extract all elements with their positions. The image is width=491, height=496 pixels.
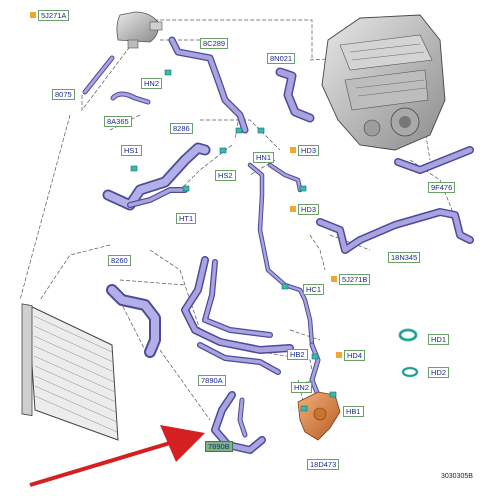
document-number: 3030305B [441, 473, 473, 480]
label-8075: 8075 [52, 89, 75, 100]
label-HD4: HD4 [344, 350, 366, 361]
marker-5J271B [331, 276, 337, 282]
label-HN2-top: HN2 [141, 78, 163, 89]
label-HT1: HT1 [176, 213, 197, 224]
label-9F476: 9F476 [428, 182, 456, 193]
label-HD3-bottom: HD3 [298, 204, 320, 215]
label-18N345: 18N345 [388, 252, 421, 263]
hoses [82, 36, 474, 454]
label-HN2-bottom: HN2 [291, 382, 313, 393]
label-HC1: HC1 [303, 284, 325, 295]
label-8A365: 8A365 [104, 116, 132, 127]
red-pointer-arrow [29, 425, 205, 487]
clamp-detail-hd2 [401, 366, 419, 378]
hose-clips [130, 69, 337, 412]
radiator [21, 303, 119, 441]
legend-code: 5J271A [38, 10, 70, 21]
label-7890B: 7890B [205, 441, 233, 452]
label-HD3-top: HD3 [298, 145, 320, 156]
label-7890A: 7890A [198, 375, 226, 386]
label-HD1: HD1 [428, 334, 450, 345]
marker-HD4 [336, 352, 342, 358]
label-HB1: HB1 [343, 406, 364, 417]
label-18D473: 18D473 [307, 459, 340, 470]
label-8286: 8286 [170, 123, 193, 134]
label-HN1: HN1 [253, 152, 275, 163]
coolant-reservoir [116, 11, 163, 49]
engine-block [321, 14, 446, 151]
legend-swatch [30, 12, 36, 18]
label-5J271B: 5J271B [339, 274, 371, 285]
label-HS1: HS1 [121, 145, 142, 156]
coolant-pump [297, 391, 341, 441]
label-HS2: HS2 [215, 170, 236, 181]
label-HD2: HD2 [428, 367, 450, 378]
label-8260: 8260 [108, 255, 131, 266]
clamp-detail-hd1 [398, 328, 418, 342]
label-8C289: 8C289 [200, 38, 229, 49]
label-HB2: HB2 [287, 349, 308, 360]
marker-HD3-bottom [290, 206, 296, 212]
marker-HD3-top [290, 147, 296, 153]
label-8N021: 8N021 [267, 53, 296, 64]
